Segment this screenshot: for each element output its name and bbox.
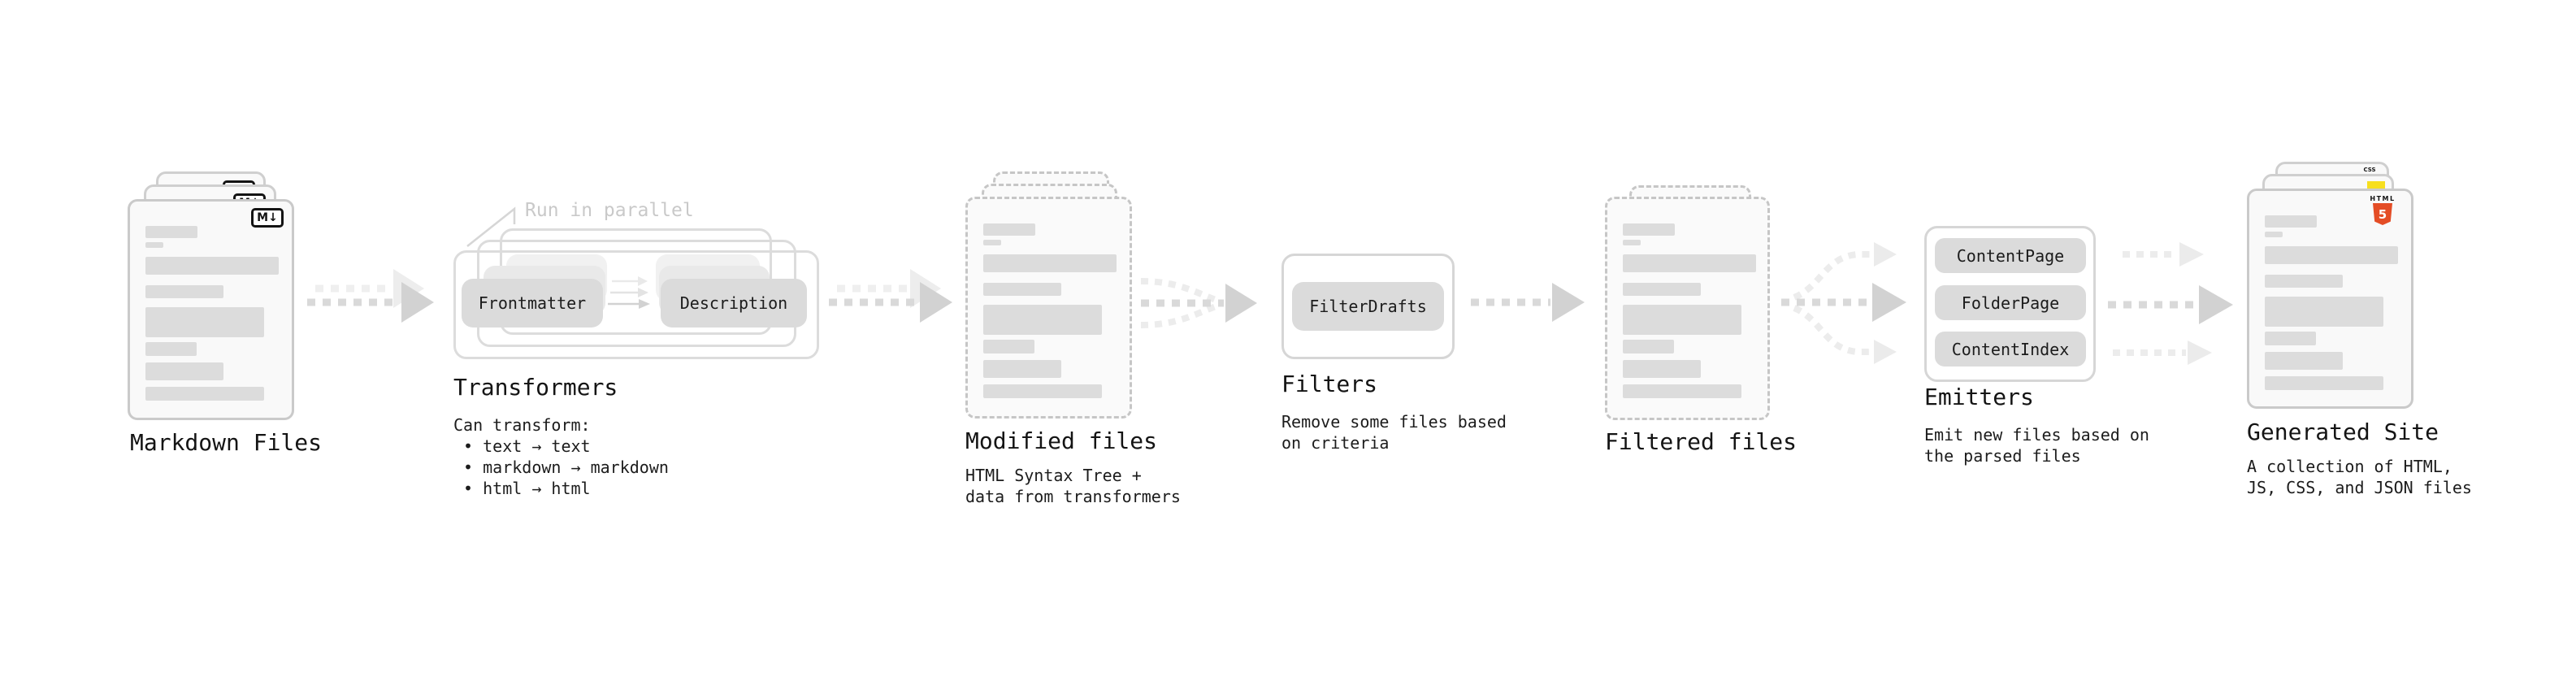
flow-arrow-transformers-to-modified: [829, 269, 952, 323]
stage-label-filters: Filters: [1281, 371, 1378, 397]
modified-files-details: HTML Syntax Tree + data from transformer…: [965, 466, 1181, 506]
run-in-parallel-annotation: Run in parallel: [525, 200, 694, 221]
skeleton-bar: [145, 307, 264, 337]
skeleton-bar: [1623, 254, 1756, 272]
skeleton-bar: [1623, 223, 1675, 236]
skeleton-bar: [145, 242, 163, 248]
stage-label-modified-files: Modified files: [965, 427, 1158, 454]
skeleton-bar: [983, 254, 1117, 272]
skeleton-bar: [1623, 384, 1741, 398]
flow-arrow-filters-to-filtered: [1471, 283, 1585, 322]
css-icon-label: CSS: [2363, 167, 2376, 173]
skeleton-bar: [145, 342, 197, 356]
skeleton-bar: [2265, 215, 2317, 228]
description-pill: Description: [661, 279, 807, 327]
flow-arrow-emitters-to-generated: [2108, 242, 2233, 365]
skeleton-bar: [2265, 376, 2383, 390]
skeleton-bar: [1623, 305, 1741, 335]
html5-icon-shield: 5: [2373, 203, 2392, 225]
transformers-box-front: [453, 250, 819, 359]
skeleton-bar: [2265, 332, 2316, 345]
flow-arrow-modified-to-filters: [1140, 278, 1257, 328]
contentindex-pill: ContentIndex: [1935, 332, 2086, 367]
skeleton-bar: [1623, 283, 1701, 296]
contentpage-pill: ContentPage: [1935, 238, 2086, 273]
stage-label-filtered-files: Filtered files: [1605, 428, 1798, 455]
filtered-file-card-front: [1605, 197, 1770, 420]
skeleton-bar: [1623, 240, 1641, 245]
js-icon: [2367, 181, 2385, 190]
stage-label-markdown-files: Markdown Files: [130, 429, 323, 456]
skeleton-bar: [983, 384, 1102, 398]
html5-icon-label: HTML: [2370, 195, 2396, 202]
html5-icon: HTML 5: [2365, 195, 2400, 225]
skeleton-bar: [983, 340, 1034, 354]
skeleton-bar: [1623, 360, 1701, 378]
flow-arrow-filtered-to-emitters: [1781, 242, 1906, 364]
skeleton-bar: [2265, 352, 2343, 370]
skeleton-bar: [145, 285, 223, 298]
markdown-file-card-front: M↓: [128, 199, 294, 420]
skeleton-bar: [2265, 232, 2283, 237]
skeleton-bar: [145, 362, 223, 380]
skeleton-bar: [1623, 340, 1674, 354]
emitters-details: Emit new files based on the parsed files: [1924, 425, 2149, 466]
generated-site-card-front: HTML 5: [2247, 189, 2413, 409]
frontmatter-pill: Frontmatter: [462, 279, 603, 327]
flow-arrow-markdown-to-transformers: [307, 269, 434, 323]
skeleton-bar: [2265, 246, 2398, 264]
skeleton-bar: [145, 387, 264, 401]
markdown-icon: M↓: [251, 208, 284, 228]
skeleton-bar: [983, 240, 1001, 245]
transformers-details: Can transform: • text → text • markdown …: [453, 415, 669, 498]
skeleton-bar: [145, 257, 279, 275]
filterdrafts-pill: FilterDrafts: [1292, 282, 1444, 331]
skeleton-bar: [2265, 297, 2383, 327]
html5-icon-numeral: 5: [2378, 206, 2387, 222]
folderpage-pill: FolderPage: [1935, 285, 2086, 320]
stage-label-transformers: Transformers: [453, 374, 618, 401]
stage-label-emitters: Emitters: [1924, 384, 2034, 410]
stage-label-generated-site: Generated Site: [2247, 419, 2439, 445]
skeleton-bar: [145, 226, 197, 238]
filters-details: Remove some files based on criteria: [1281, 412, 1507, 453]
skeleton-bar: [983, 283, 1061, 296]
skeleton-bar: [2265, 275, 2343, 288]
generated-site-details: A collection of HTML, JS, CSS, and JSON …: [2247, 457, 2472, 497]
skeleton-bar: [983, 223, 1035, 236]
skeleton-bar: [983, 360, 1061, 378]
modified-file-card-front: [965, 197, 1132, 419]
skeleton-bar: [983, 305, 1102, 335]
